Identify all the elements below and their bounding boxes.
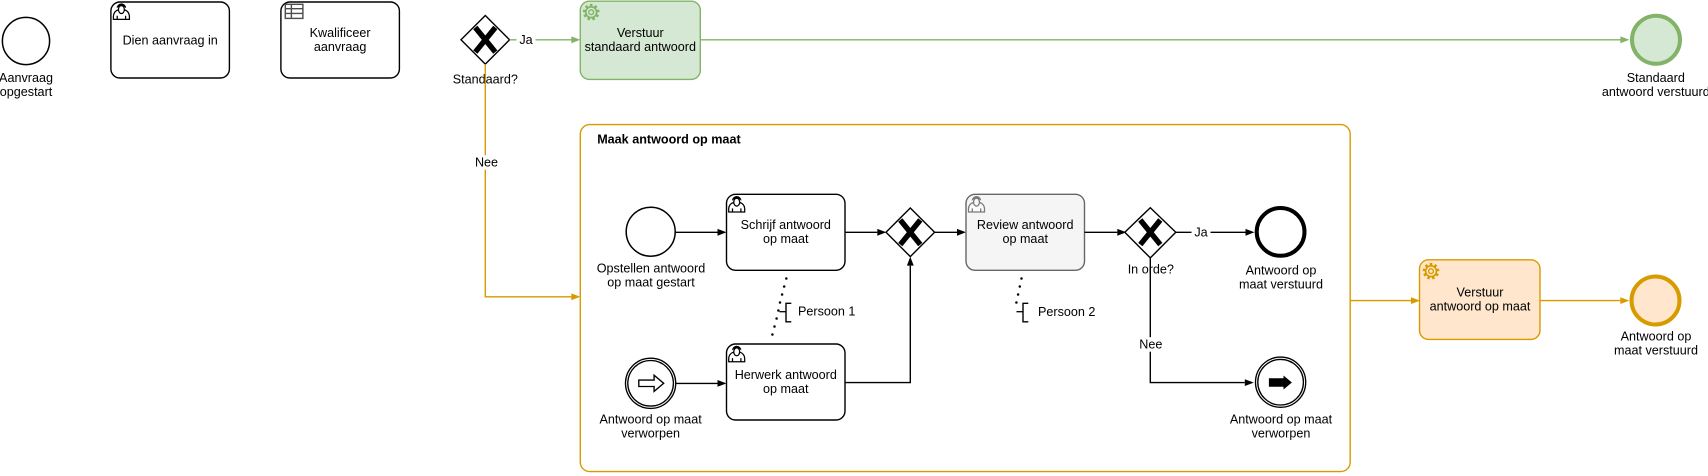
svg-text:op maat: op maat — [763, 232, 809, 246]
svg-text:Persoon 2: Persoon 2 — [1038, 305, 1095, 319]
svg-text:aanvraag: aanvraag — [314, 40, 367, 54]
svg-text:Antwoord op maat: Antwoord op maat — [599, 412, 702, 426]
svg-text:Maak antwoord op maat: Maak antwoord op maat — [597, 133, 741, 147]
svg-text:Verstuur: Verstuur — [617, 26, 664, 40]
svg-text:verworpen: verworpen — [1252, 426, 1311, 440]
svg-text:Opstellen antwoord: Opstellen antwoord — [597, 262, 706, 276]
svg-text:op maat: op maat — [1002, 232, 1048, 246]
svg-text:Verstuur: Verstuur — [1457, 285, 1504, 299]
svg-text:Kwalificeer: Kwalificeer — [310, 26, 371, 40]
svg-text:op maat: op maat — [763, 382, 809, 396]
svg-text:Nee: Nee — [1139, 337, 1162, 351]
svg-text:maat verstuurd: maat verstuurd — [1614, 344, 1698, 358]
svg-text:Ja: Ja — [519, 33, 532, 47]
svg-text:Ja: Ja — [1194, 225, 1207, 239]
svg-text:Schrijf antwoord: Schrijf antwoord — [741, 218, 831, 232]
svg-text:standaard antwoord: standaard antwoord — [585, 40, 696, 54]
svg-text:Dien aanvraag in: Dien aanvraag in — [123, 33, 218, 47]
svg-text:Antwoord op: Antwoord op — [1246, 264, 1317, 278]
svg-text:Antwoord op maat: Antwoord op maat — [1230, 412, 1333, 426]
svg-text:Antwoord op: Antwoord op — [1621, 330, 1692, 344]
svg-text:op maat gestart: op maat gestart — [607, 276, 695, 290]
svg-text:Aanvraag: Aanvraag — [0, 71, 53, 85]
svg-text:Review antwoord: Review antwoord — [977, 218, 1074, 232]
svg-text:Herwerk antwoord: Herwerk antwoord — [735, 368, 837, 382]
svg-text:Persoon 1: Persoon 1 — [798, 305, 855, 319]
svg-text:Nee: Nee — [475, 155, 498, 169]
svg-text:maat verstuurd: maat verstuurd — [1239, 278, 1323, 292]
svg-text:opgestart: opgestart — [0, 85, 53, 99]
svg-text:Standaard: Standaard — [1627, 71, 1685, 85]
svg-text:verworpen: verworpen — [621, 426, 680, 440]
svg-text:antwoord op maat: antwoord op maat — [1430, 299, 1531, 313]
svg-text:antwoord verstuurd: antwoord verstuurd — [1602, 85, 1708, 99]
